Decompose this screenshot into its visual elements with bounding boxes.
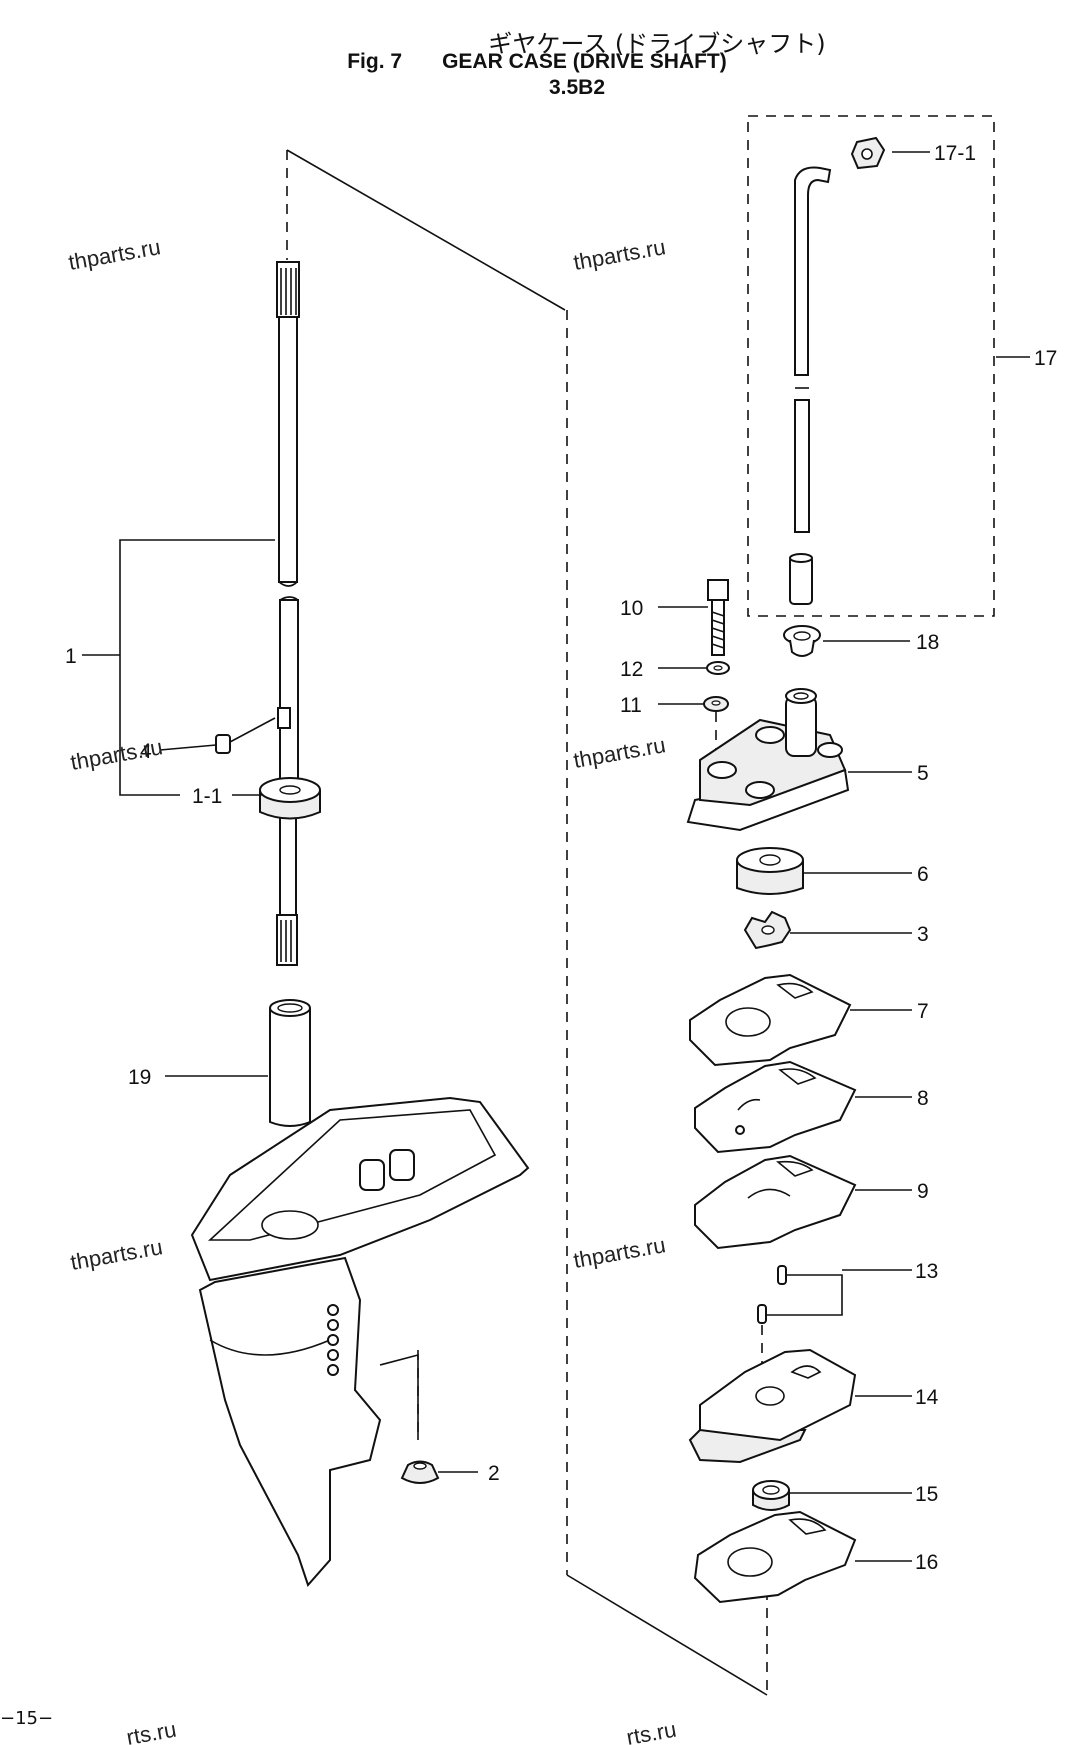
part-label: 6 [917,863,929,886]
watermark-text: rts.ru [125,1717,179,1745]
dowel-pins-part-13 [757,1265,787,1324]
kit-17-dashed-frame [747,115,995,617]
part-label: 9 [917,1180,929,1203]
watermark-text: rts.ru [625,1717,679,1745]
tube-part-19 [269,999,311,1127]
part-label: 1-1 [192,785,222,808]
pump-base-part-14 [688,1348,857,1464]
part-label: 17 [1034,347,1057,370]
seal-part-18 [783,625,821,657]
title-japanese: ギヤケース (ドライブシャフト) [488,30,826,58]
plate-part-8 [694,1060,857,1154]
bearing-part-15 [752,1480,790,1511]
impeller-housing-part-6 [736,847,804,895]
callout-leader-lines [82,151,1030,1562]
watermark-text: thparts.ru [69,1234,165,1275]
callout-labels: 17-1 17 18 10 12 11 5 6 3 7 8 9 13 14 15… [65,142,1057,1574]
gasket-part-16 [693,1510,857,1604]
part-label: 7 [917,1000,929,1023]
watermark-text: thparts.ru [69,734,165,775]
part-label: 18 [916,631,939,654]
gear-case-body [190,1096,530,1587]
pin-part-4 [215,734,231,754]
pump-housing-part-5 [686,688,850,832]
figure-number: Fig. 7 [347,50,403,73]
watermark-text: thparts.ru [572,1232,668,1273]
impeller-part-3 [743,910,792,950]
figure-title: Fig. 7 GEAR CASE (DRIVE SHAFT) [0,50,1074,74]
watermark-text: thparts.ru [572,234,668,275]
part-label: 12 [620,658,643,681]
part-label: 10 [620,597,643,620]
part-label: 16 [915,1551,938,1574]
part-label: 15 [915,1483,938,1506]
gasket-part-9 [694,1154,857,1250]
washer-part-12 [706,661,730,675]
bearing-part-1-1 [259,777,321,820]
part-label: 5 [917,762,929,785]
part-label: 17-1 [934,142,976,165]
part-label: 19 [128,1066,151,1089]
water-tube-part-17 [789,166,832,605]
part-label: 11 [620,694,642,717]
part-label: 14 [915,1386,939,1409]
assembly-guide-lines [286,149,768,1696]
part-label: 1 [65,645,77,668]
nut-part-11 [703,696,729,712]
part-label: 13 [915,1260,938,1283]
part-label: 4 [140,740,152,763]
part-label: 8 [917,1087,929,1110]
part-label: 3 [917,923,929,946]
title-english: GEAR CASE (DRIVE SHAFT) [442,50,727,73]
gasket-part-7 [689,973,852,1067]
bolt-part-10 [707,579,729,656]
watermark-text: thparts.ru [572,732,668,773]
drive-shaft-part-1 [276,261,300,966]
model-code: 3.5B2 [548,76,606,99]
watermarks: thparts.ru thparts.ru thparts.ru thparts… [67,234,679,1745]
grommet-part-17-1 [850,136,886,170]
watermark-text: thparts.ru [67,234,163,275]
page-number: −15− [0,1708,54,1729]
cap-part-2 [400,1460,440,1484]
part-label: 2 [488,1462,500,1485]
